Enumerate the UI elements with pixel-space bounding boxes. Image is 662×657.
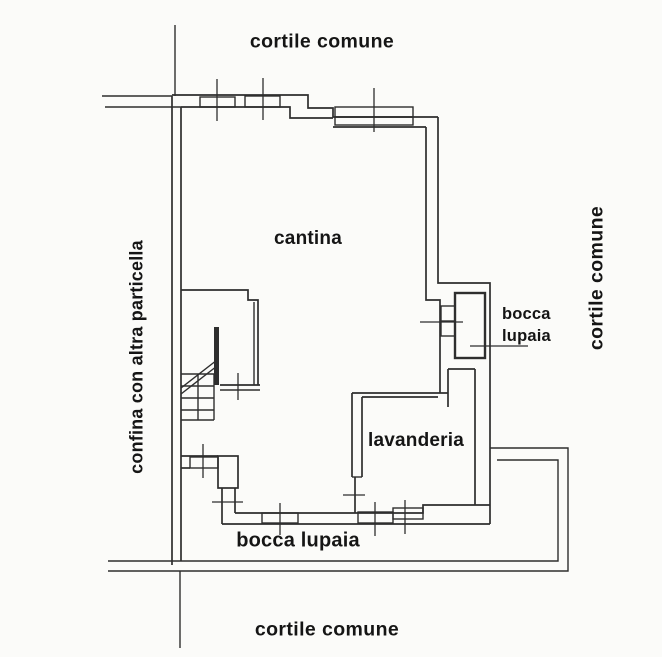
window-box <box>189 456 219 469</box>
label-room-lavanderia: lavanderia <box>368 430 464 451</box>
label-room-cantina: cantina <box>274 228 342 249</box>
stair-enclosure-outer <box>181 289 259 385</box>
wall-top-outer <box>172 94 438 118</box>
window-box <box>392 507 424 520</box>
building-walls <box>171 94 491 565</box>
boundary-bottom-outer <box>108 447 569 572</box>
label-boundary-left: confina con altra particella <box>126 240 147 474</box>
stair-diagonal <box>180 365 218 395</box>
label-courtyard-bottom: cortile comune <box>254 618 400 641</box>
label-vent-right-line1: bocca <box>502 305 551 323</box>
label-vent-bottom: bocca lupaia <box>236 529 360 552</box>
label-vent-right-line2: lupaia <box>502 327 551 345</box>
wall-pillar <box>217 455 239 489</box>
lavanderia-walls <box>343 369 476 513</box>
stair-spine-wall <box>214 327 219 385</box>
label-courtyard-right: cortile comune <box>585 205 608 351</box>
staircase <box>180 289 260 421</box>
top-wall-openings <box>199 78 414 132</box>
vent-box <box>453 291 487 360</box>
property-boundary-lines <box>102 25 569 648</box>
label-vent-right: bocca lupaia <box>502 303 551 347</box>
stair-steps <box>180 359 218 421</box>
vent-shaft-right <box>420 291 528 360</box>
stair-diagonal <box>180 359 218 389</box>
wall-right-inner <box>425 127 441 393</box>
closet-nook <box>447 368 475 407</box>
wall-right-outer <box>437 117 491 524</box>
boundary-bottom-inner <box>108 459 559 562</box>
bottom-wall-openings <box>189 444 424 536</box>
label-courtyard-top: cortile comune <box>249 30 395 53</box>
